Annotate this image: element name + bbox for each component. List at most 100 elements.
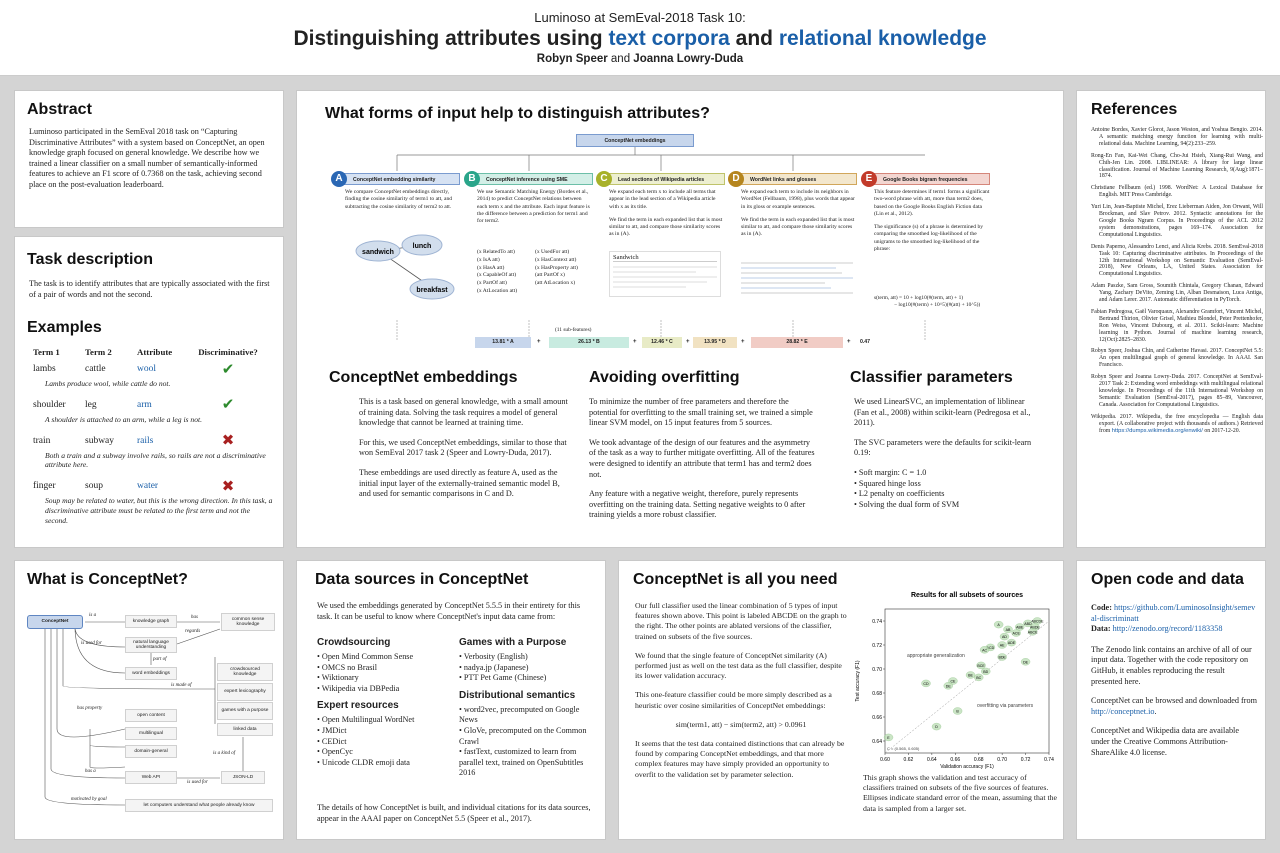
y-tick-label: 0.70 bbox=[872, 667, 882, 673]
sec-cp-text: We used LinearSVC, an implementation of … bbox=[854, 397, 1034, 510]
whatcn-heading: What is ConceptNet? bbox=[27, 571, 188, 588]
allyouneed-heading: ConceptNet is all you need bbox=[633, 571, 838, 588]
point-label: BDE bbox=[998, 656, 1006, 660]
badge-c: C bbox=[596, 171, 612, 187]
github-link[interactable]: https://github.com/LuminosoInsight/semev… bbox=[1091, 603, 1256, 623]
sec-cp-heading: Classifier parameters bbox=[850, 369, 1013, 386]
reference-item: Robyn Speer and Joanna Lowry-Duda. 2017.… bbox=[1091, 374, 1263, 408]
data-point bbox=[979, 646, 990, 654]
abstract-panel: Abstract Luminoso participated in the Se… bbox=[14, 90, 284, 228]
plus-sign: + bbox=[686, 339, 690, 345]
sec-of-text: To minimize the number of free parameter… bbox=[589, 397, 815, 520]
edge-is-a: is a bbox=[89, 613, 97, 618]
y-tick-label: 0.74 bbox=[872, 619, 882, 625]
point-label: AE bbox=[1000, 644, 1005, 648]
reference-item: Adam Paszke, Sam Gross, Soumith Chintala… bbox=[1091, 283, 1263, 304]
node-web-api: Web API bbox=[125, 771, 177, 784]
example-note: A shoulder is attached to an arm, while … bbox=[45, 414, 203, 424]
point-label: BC bbox=[976, 676, 981, 680]
plus-sign: + bbox=[633, 339, 637, 345]
point-label: BD bbox=[983, 670, 988, 674]
x-tick-label: 0.66 bbox=[950, 757, 960, 763]
plus-sign: + bbox=[741, 339, 745, 345]
node-nlu: natural language understanding bbox=[125, 637, 177, 653]
svc-param: • Squared hinge loss bbox=[854, 478, 921, 488]
data-point bbox=[999, 632, 1010, 641]
data-point bbox=[952, 707, 963, 715]
abstract-text: Luminoso participated in the SemEval 201… bbox=[29, 127, 265, 189]
point-label: CD bbox=[923, 682, 929, 686]
point-label: ABD bbox=[1024, 622, 1032, 626]
data-point bbox=[1023, 619, 1033, 628]
point-label: ABDE bbox=[1030, 626, 1040, 630]
x-tick-label: 0.70 bbox=[997, 757, 1007, 763]
zenodo-link[interactable]: http://zenodo.org/record/1183358 bbox=[1112, 624, 1223, 634]
data-point bbox=[883, 733, 894, 742]
data-point bbox=[943, 682, 953, 690]
conceptnet-embeddings-box: ConceptNet embeddings bbox=[576, 134, 694, 147]
heuristic-formula: sim(term1, att) − sim(term2, att) > 0.09… bbox=[675, 719, 807, 729]
task-text: The task is to identify attributes that … bbox=[29, 279, 270, 299]
badge-a: A bbox=[331, 171, 347, 187]
header-subtitle: Luminoso at SemEval-2018 Task 10: bbox=[534, 10, 746, 25]
cross-icon: ✖ bbox=[221, 433, 235, 450]
y-tick-label: 0.68 bbox=[872, 691, 882, 697]
conceptnet-graph-edges bbox=[44, 621, 244, 806]
edge-is-a-kind-of: is a kind of bbox=[213, 751, 236, 756]
feature-e-text: This feature determines if term1 forms a… bbox=[874, 189, 990, 253]
edge-is-made-of: is made of bbox=[171, 683, 192, 688]
reference-item: Christiane Fellbaum (ed.) 1998. WordNet:… bbox=[1091, 185, 1263, 199]
x-tick-label: 0.68 bbox=[974, 757, 984, 763]
feature-c-text: We expand each term x to include all ter… bbox=[609, 189, 723, 238]
node-domain-general: domain-general bbox=[125, 745, 177, 758]
feature-connectors bbox=[396, 147, 926, 341]
chart-caption: This graph shows the validation and test… bbox=[863, 773, 1057, 813]
examples-table: Term 1 Term 2 Attribute Discriminative? … bbox=[33, 347, 273, 534]
conceptnet-link[interactable]: http://conceptnet.io bbox=[1091, 706, 1155, 716]
allyouneed-panel: ConceptNet is all you need Our full clas… bbox=[618, 560, 1064, 840]
col-discriminative: Discriminative? bbox=[198, 347, 258, 357]
word-breakfast: breakfast bbox=[416, 287, 448, 294]
task-heading: Task description bbox=[27, 251, 153, 268]
data-point bbox=[965, 671, 976, 679]
point-label: DE bbox=[1023, 660, 1029, 664]
examples-header-row: Term 1 Term 2 Attribute Discriminative? bbox=[33, 347, 273, 357]
edge-has: has bbox=[191, 615, 198, 620]
reference-item: Wikipedia. 2017. Wikipedia, the free enc… bbox=[1091, 413, 1263, 434]
point-label: E bbox=[887, 736, 890, 740]
plus-sign: + bbox=[537, 339, 541, 345]
badge-d: D bbox=[728, 171, 744, 187]
edge-part-of: part of bbox=[153, 657, 167, 662]
feature-d-title: WordNet links and glosses bbox=[731, 173, 857, 185]
datasources-heading: Data sources in ConceptNet bbox=[315, 571, 529, 588]
point-label: AB bbox=[1006, 628, 1011, 632]
data-point bbox=[1011, 629, 1021, 637]
node-knowledge-graph: knowledge graph bbox=[125, 615, 177, 628]
reference-item: Rong-En Fan, Kai-Wei Chang, Cho-Jui Hsie… bbox=[1091, 152, 1263, 180]
node-expert-lexicography: expert lexicography bbox=[217, 683, 273, 701]
point-label: DE bbox=[946, 684, 952, 688]
poster-title: Distinguishing attributes using text cor… bbox=[293, 27, 987, 50]
wikipedia-dump-link[interactable]: https://dumps.wikimedia.org/enwiki/ bbox=[1111, 427, 1203, 434]
example-note: Soup may be related to water, but this i… bbox=[45, 496, 273, 525]
coef-b: 26.13 * B bbox=[549, 337, 629, 348]
node-multilingual: multilingual bbox=[125, 727, 177, 740]
feature-a-text: We compare ConceptNet embeddings directl… bbox=[345, 189, 453, 210]
svc-param: • Solving the dual form of SVM bbox=[854, 499, 960, 509]
y-tick-label: 0.66 bbox=[872, 715, 882, 721]
data-point bbox=[993, 620, 1004, 629]
references-heading: References bbox=[1091, 101, 1178, 118]
sec-cn-heading: ConceptNet embeddings bbox=[329, 369, 518, 386]
embedding-diagram: sandwich lunch breakfast bbox=[355, 234, 455, 300]
opencode-heading: Open code and data bbox=[1091, 571, 1244, 588]
source-group-left: Crowdsourcing Open Mind Common SenseOMCS… bbox=[317, 631, 457, 768]
reference-item: Yuri Lin, Jean-Baptiste Michel, Erez Lie… bbox=[1091, 204, 1263, 238]
crowdsourcing-heading: Crowdsourcing bbox=[317, 637, 391, 648]
annotation-c-point: C = (0.565, 0.605) bbox=[887, 746, 920, 751]
edge-motivated-by-goal: motivated by goal bbox=[71, 797, 107, 802]
feature-b-title: ConceptNet inference using SME bbox=[467, 173, 593, 185]
annotation-overfitting: overfitting via parameters bbox=[977, 703, 1034, 709]
datasources-panel: Data sources in ConceptNet We used the e… bbox=[296, 560, 606, 840]
